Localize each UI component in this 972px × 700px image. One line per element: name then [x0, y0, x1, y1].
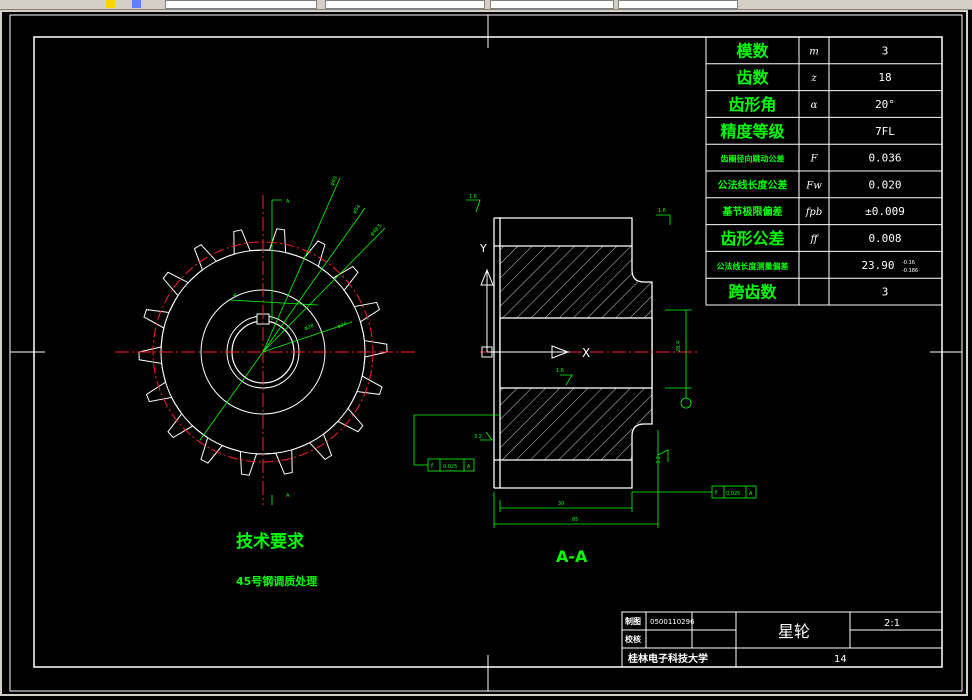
gear-param-name: 齿形公差 — [720, 229, 784, 248]
runout-frame-left: f 0.025 A — [427, 458, 475, 472]
part-name: 星轮 — [778, 622, 810, 641]
gear-param-value: 0.020 — [868, 178, 901, 191]
gear-param-name: 公法线长度公差 — [718, 178, 788, 191]
svg-text:1.6: 1.6 — [556, 368, 564, 374]
tech-requirements-line1: 45号钢调质处理 — [236, 574, 317, 588]
svg-text:A: A — [749, 491, 753, 497]
svg-text:4: 4 — [233, 293, 236, 299]
svg-text:φ28: φ28 — [304, 323, 315, 332]
svg-text:φ54: φ54 — [352, 204, 362, 215]
gear-param-symbol: m — [809, 46, 818, 57]
gear-parameter-table: 模数 m 3 齿数 z 18 齿形角 α 20° 精度等级 7FL 齿圈径向跳动公差 F 0.036 公法线… — [705, 36, 943, 306]
outer-frame — [9, 14, 963, 692]
svg-text:f: f — [431, 463, 434, 470]
svg-text:X: X — [582, 346, 590, 360]
view-marker-bottom: A — [286, 493, 290, 499]
deviation-upper: -0.16 — [902, 260, 915, 266]
checked-label: 校核 — [625, 634, 641, 644]
deviation-lower: -0.186 — [902, 268, 918, 274]
gear-param-name: 跨齿数 — [728, 283, 777, 302]
svg-text:0.025: 0.025 — [443, 464, 457, 470]
drawn-value: 0500110296 — [650, 618, 695, 626]
linetype-dropdown[interactable] — [490, 0, 614, 9]
drawing-viewport[interactable] — [0, 10, 968, 696]
gear-param-symbol: α — [811, 100, 818, 111]
gear-param-name: 精度等级 — [720, 122, 785, 141]
gear-param-symbol: Fw — [805, 180, 822, 191]
view-marker-top: A — [286, 199, 290, 205]
svg-text:φ48.5: φ48.5 — [369, 223, 383, 237]
svg-text:φ60: φ60 — [329, 176, 339, 187]
section-hatch-top — [500, 246, 652, 318]
svg-text:A: A — [467, 464, 471, 470]
drawing-number: 14 — [834, 654, 847, 665]
gear-param-symbol: z — [810, 73, 817, 84]
svg-text:0.025: 0.025 — [726, 491, 740, 497]
gear-param-value: ±0.009 — [865, 205, 905, 218]
section-view: Y X 30 85 — [413, 194, 757, 566]
gear-front-view: φ60 φ54 φ48.5 φ28 φ24 4 A A — [115, 176, 415, 505]
gear-param-value: 0.008 — [868, 232, 901, 245]
lineweight-dropdown[interactable] — [618, 0, 738, 9]
gear-param-name: 模数 — [736, 41, 769, 60]
drawn-label: 制图 — [625, 616, 641, 626]
layer-dropdown[interactable] — [165, 0, 317, 9]
gear-param-name: 齿形角 — [728, 95, 776, 114]
frame-center-marks — [10, 15, 962, 691]
gear-param-value: 23.90 — [861, 259, 894, 272]
gear-param-name: 基节极限偏差 — [722, 205, 783, 218]
ucs-icon: Y X — [479, 242, 590, 360]
svg-text:Y: Y — [479, 242, 487, 255]
gear-param-symbol: fpb — [805, 207, 823, 218]
section-hatch-bottom — [500, 388, 652, 460]
gear-param-value: 0.036 — [868, 152, 901, 165]
gear-param-value: 7FL — [875, 125, 895, 138]
school-name: 桂林电子科技大学 — [627, 652, 708, 665]
title-block — [621, 611, 943, 668]
gear-param-value: 3 — [882, 44, 889, 57]
layer-icon[interactable] — [106, 0, 115, 8]
svg-text:3.2: 3.2 — [474, 434, 482, 440]
gear-param-value: 20° — [875, 98, 895, 111]
section-label: A-A — [556, 547, 588, 566]
svg-text:1.6: 1.6 — [469, 194, 477, 200]
gear-param-name: 齿圈径向跳动公差 — [721, 154, 785, 164]
svg-text:3.2: 3.2 — [656, 456, 662, 464]
gear-param-name: 公法线长度测量偏差 — [717, 261, 789, 271]
svg-text:1.6: 1.6 — [658, 208, 666, 214]
tech-requirements-title: 技术要求 — [236, 531, 304, 552]
gear-param-symbol: F — [810, 154, 819, 165]
dim-width-85: 85 — [572, 517, 578, 523]
gear-param-value: 3 — [882, 286, 889, 299]
svg-text:f: f — [715, 490, 718, 497]
runout-frame-right: f 0.025 A — [711, 485, 757, 499]
gear-param-name: 齿数 — [736, 68, 769, 87]
svg-text:φ24: φ24 — [337, 321, 348, 330]
scale: 2:1 — [884, 618, 900, 629]
gear-param-value: 18 — [878, 71, 891, 84]
dim-bore: 28.4 — [676, 341, 682, 352]
color-dropdown[interactable] — [325, 0, 485, 9]
dim-width-30: 30 — [558, 501, 564, 507]
toolbar — [0, 0, 972, 10]
gear-param-symbol: ff — [809, 234, 819, 245]
layer-state-icon[interactable] — [132, 0, 141, 8]
